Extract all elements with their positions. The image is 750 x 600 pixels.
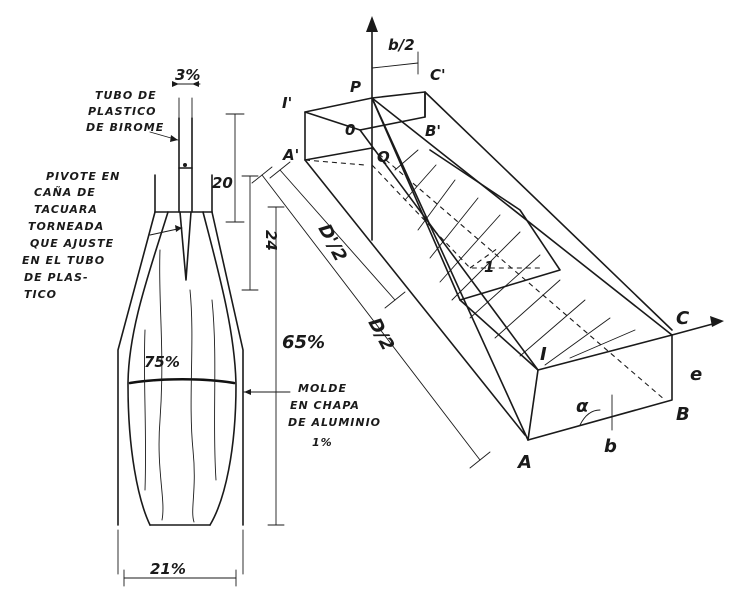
point-C: C — [676, 308, 690, 329]
point-b: b — [604, 436, 617, 457]
prism-back-edge — [304, 111, 373, 161]
point-P: P — [350, 78, 361, 96]
note-mold-line4: 1% — [312, 436, 333, 449]
dim-24-label: 24 — [262, 230, 280, 251]
tube-extension-lines — [178, 97, 193, 119]
prism-front-face — [527, 334, 673, 441]
note-tube-line1: TUBO DE — [95, 89, 157, 102]
note-pivot-line5: QUE AJUSTE — [30, 237, 114, 250]
section-curve — [429, 149, 561, 301]
pyramid-edge-2 — [371, 97, 673, 336]
dim-line-d-half — [261, 174, 481, 461]
note-tube-line2: PLASTICO — [88, 105, 157, 118]
note-pivot-line2: CAÑA DE — [34, 186, 96, 199]
dim-line-d1-half — [279, 169, 396, 301]
point-I-prime: I' — [282, 94, 292, 112]
wood-grain-1 — [158, 249, 164, 521]
point-B-prime: B' — [425, 122, 441, 140]
note-pivot-line4: TORNEADA — [28, 220, 104, 233]
prism-top-face — [304, 91, 426, 131]
pin-widest-line — [128, 377, 236, 385]
wood-grain-3 — [211, 299, 217, 481]
note-pivot-line8: TICO — [24, 288, 57, 301]
upper-sleeve — [154, 174, 213, 213]
point-e: e — [690, 364, 702, 385]
hatching — [394, 149, 636, 366]
note-mold-line1: MOLDE — [298, 382, 347, 395]
dim-20-label: 20 — [212, 174, 233, 192]
pin-mold-drawing — [117, 81, 291, 587]
point-A-prime: A' — [282, 146, 299, 164]
pin-left-contour — [127, 211, 169, 526]
point-O: 0 — [345, 121, 355, 139]
point-alpha: α — [576, 396, 589, 417]
alpha-arc — [579, 409, 601, 426]
pyramid-edge-3 — [371, 97, 539, 371]
note-pivot-line7: DE PLAS- — [24, 271, 89, 284]
top-right-edge — [424, 91, 673, 331]
dim-top-label: 3% — [175, 66, 200, 84]
point-1: 1 — [484, 258, 494, 276]
pin-right-contour — [202, 211, 237, 526]
point-I: I — [540, 344, 547, 365]
note-tube-line3: DE BIROME — [86, 121, 164, 134]
note-pivot-line1: PIVOTE EN — [46, 170, 120, 183]
point-C-prime: C' — [430, 66, 446, 84]
dim-21-label: 21% — [150, 560, 186, 578]
point-A: A — [516, 452, 532, 473]
pyramid-edge-1 — [371, 97, 529, 441]
isometric-box-drawing — [251, 16, 724, 469]
dim-75-label: 75% — [144, 353, 180, 371]
wood-grain-2 — [189, 289, 195, 523]
dim-b-half — [371, 62, 419, 69]
point-Q: Q — [377, 148, 390, 166]
pivot-point — [179, 211, 192, 281]
note-pivot-line6: EN EL TUBO — [22, 254, 105, 267]
note-mold-line2: EN CHAPA — [290, 399, 360, 412]
note-mold-line3: DE ALUMINIO — [288, 416, 381, 429]
mold-outline — [117, 211, 244, 526]
dim-65-label: 65% — [282, 332, 325, 353]
dim-label-d1-half: D'/2 — [314, 220, 351, 265]
note-pivot-line3: TACUARA — [34, 203, 98, 216]
front-bottom-edge — [304, 159, 526, 436]
wood-grain-4 — [143, 329, 147, 491]
point-B: B — [676, 404, 690, 425]
plastic-tube — [178, 117, 193, 213]
dim-label-d-half: D/2 — [364, 314, 399, 354]
axis-label-b-half: b/2 — [388, 36, 415, 54]
front-top-edge — [359, 129, 539, 371]
